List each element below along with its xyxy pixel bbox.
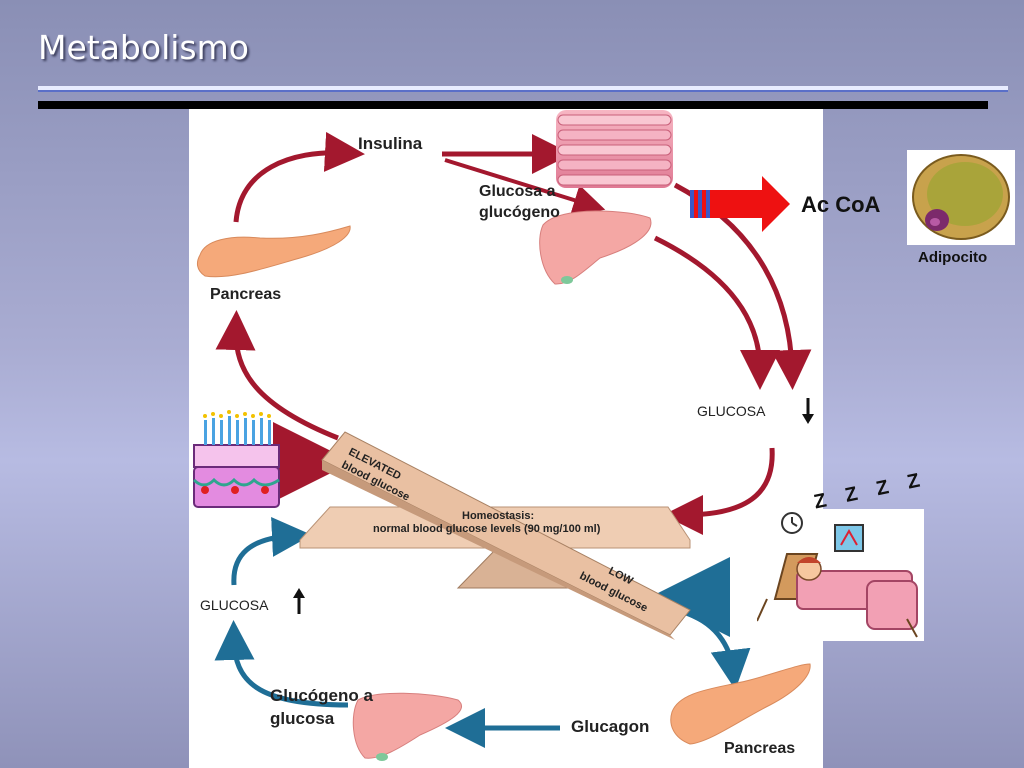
title-underline bbox=[38, 86, 1008, 92]
insulin-label: Insulina bbox=[358, 134, 423, 153]
arrow-to-acetyl-coa bbox=[690, 176, 790, 232]
glycogenolysis-label-line2: glucosa bbox=[270, 709, 335, 728]
homeostasis-seesaw bbox=[299, 431, 691, 640]
sleeping-child-image bbox=[756, 509, 924, 641]
homeostasis-label-line2: normal blood glucose levels (90 mg/100 m… bbox=[373, 523, 601, 535]
arrow-insulin-to-liver bbox=[444, 158, 606, 216]
glycogenesis-label-line2: glucógeno bbox=[479, 204, 560, 221]
homeostasis-label-line1: Homeostasis: bbox=[462, 510, 535, 522]
arrow-up-icon bbox=[293, 588, 305, 614]
arrow-liver-to-glucose-up bbox=[214, 620, 349, 708]
pancreas-bottom-label: Pancreas bbox=[724, 740, 796, 757]
muscle-icon bbox=[556, 110, 673, 188]
glycogenesis-label-line1: Glucosa a bbox=[479, 183, 556, 200]
pancreas-icon bbox=[196, 225, 351, 278]
glycogenolysis-label-line1: Glucógeno a bbox=[270, 686, 373, 705]
pancreas-bottom-icon bbox=[670, 663, 811, 745]
slide-title: Metabolismo bbox=[38, 28, 249, 67]
title-bar bbox=[38, 101, 988, 109]
arrow-pancreas-to-insulin bbox=[233, 131, 365, 223]
glucose-down-label: GLUCOSA bbox=[697, 403, 766, 419]
arrow-glucose-to-seesaw bbox=[663, 447, 775, 535]
liver-icon bbox=[539, 210, 652, 285]
arrow-low-to-pancreas bbox=[682, 609, 751, 690]
adipocyte-image bbox=[907, 150, 1015, 245]
liver-bottom-icon bbox=[352, 692, 462, 761]
arrow-down-icon bbox=[802, 398, 814, 424]
adipocyte-label: Adipocito bbox=[918, 249, 988, 266]
birthday-cake-icon bbox=[192, 410, 280, 508]
acetyl-coa-label: Ac CoA bbox=[801, 192, 881, 217]
glucose-up-label: GLUCOSA bbox=[200, 597, 269, 613]
arrow-elevated-to-pancreas bbox=[215, 310, 339, 441]
pancreas-top-label: Pancreas bbox=[210, 286, 282, 303]
arrow-liver-to-glucose bbox=[653, 235, 780, 390]
glucagon-label: Glucagon bbox=[571, 717, 650, 736]
arrow-glucose-to-seesaw bbox=[231, 516, 312, 586]
